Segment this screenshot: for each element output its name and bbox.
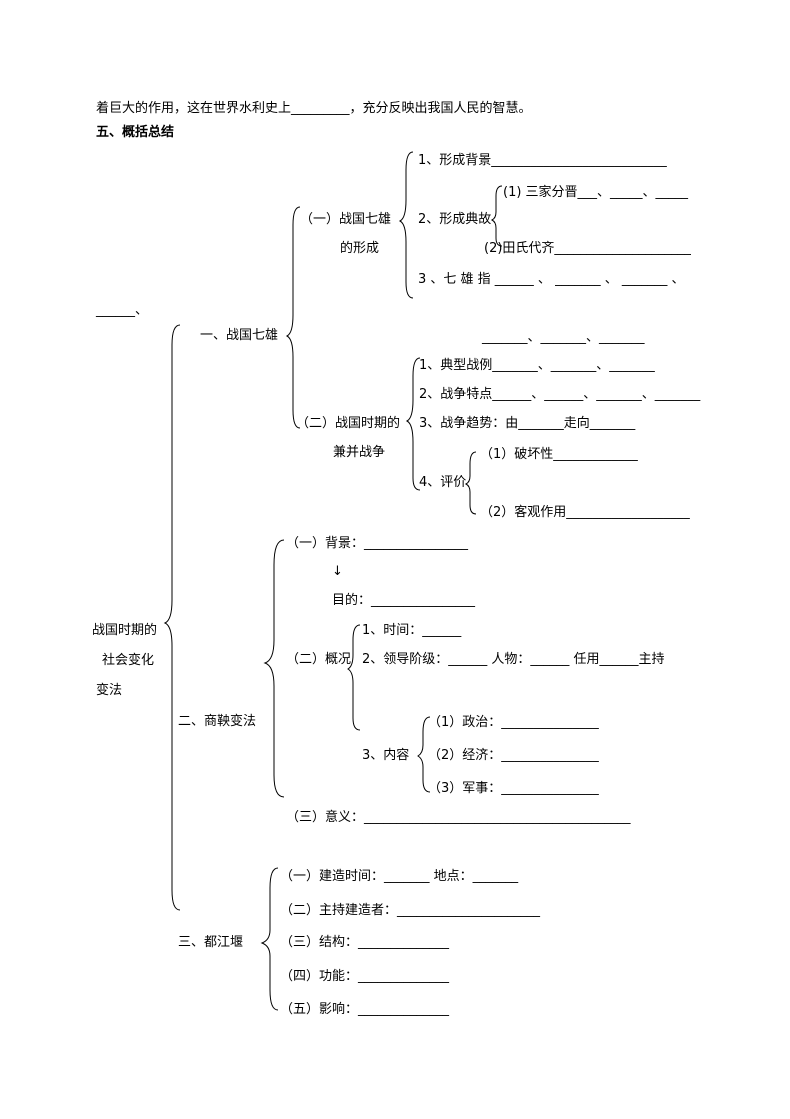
sub2-item1: 1、典型战例_______、_______、_______ [419, 358, 655, 373]
content-item3: （3）军事：_______________ [428, 781, 599, 796]
root-title-line2: 社会变化 [102, 653, 155, 668]
sub2-item4-b: （2）客观作用___________________ [480, 505, 690, 520]
overview-item2: 2、领导阶级：______ 人物：______ 任用______主持 [362, 652, 665, 667]
root-title-line3: 变法 [96, 683, 123, 698]
part2-brace [263, 539, 285, 798]
overview-item3: 3、内容 [362, 748, 410, 763]
sub1-item2-b: (2)田氏代齐_____________________ [484, 241, 691, 256]
sub2-item2: 2、战争特点______、______、_______、_______ [419, 387, 701, 402]
overview-item1: 1、时间：______ [362, 623, 462, 638]
part3-item3: （三）结构：______________ [280, 935, 450, 950]
sub1-item2-a: (1) 三家分晋___、_____、_____ [503, 185, 689, 200]
sub1-item3-cont: _______、_______、_______ [482, 330, 645, 345]
part3-item5: （五）影响：______________ [280, 1002, 450, 1017]
part2-goal: 目的：________________ [332, 593, 476, 608]
sub1-item3: 3 、七 雄 指 ______ 、 _______ 、 _______ 、 [418, 272, 685, 287]
part3-brace [260, 867, 279, 1011]
sub1-title-line2: 的形成 [340, 241, 380, 256]
sub1-brace [398, 151, 414, 299]
root-title-line1: 战国时期的 [92, 623, 158, 638]
sub1-item2: 2、形成典故 [418, 212, 492, 227]
sub1-title-line1: （一）战国七雄 [300, 212, 392, 227]
root-blank: ______、 [96, 303, 149, 318]
sub2-title-line1: （二）战国时期的 [296, 416, 401, 431]
part3-title: 三、都江堰 [178, 935, 244, 950]
part2-arrow: ↓ [332, 564, 343, 579]
intro-line: 着巨大的作用，这在世界水利史上_________，充分反映出我国人民的智慧。 [96, 101, 532, 116]
part2-background: （一）背景：________________ [286, 536, 469, 551]
content-item1: （1）政治：_______________ [428, 715, 599, 730]
root-brace [163, 324, 181, 911]
part2-overview: （二）概况 [286, 652, 352, 667]
part2-meaning: （三）意义：__________________________________… [286, 810, 631, 825]
section-title: 五、概括总结 [96, 125, 175, 140]
part3-item2: （二）主持建造者：______________________ [280, 903, 541, 918]
part1-title: 一、战国七雄 [200, 328, 279, 343]
part1-brace [285, 206, 301, 429]
item2-brace [490, 185, 503, 247]
sub2-title-line2: 兼并战争 [333, 445, 386, 460]
evaluation-brace [464, 451, 477, 515]
overview-brace [347, 624, 361, 731]
part3-item1: （一）建造时间：_______ 地点：_______ [280, 869, 519, 884]
sub2-item4: 4、评价 [419, 475, 467, 490]
part3-item4: （四）功能：______________ [280, 969, 450, 984]
sub2-item3: 3、战争趋势：由_______走向_______ [419, 416, 636, 431]
sub2-item4-a: （1）破坏性_____________ [480, 447, 638, 462]
sub1-item1: 1、形成背景___________________________ [418, 153, 667, 168]
content-item2: （2）经济：_______________ [428, 748, 599, 763]
part2-title: 二、商鞅变法 [178, 714, 257, 729]
